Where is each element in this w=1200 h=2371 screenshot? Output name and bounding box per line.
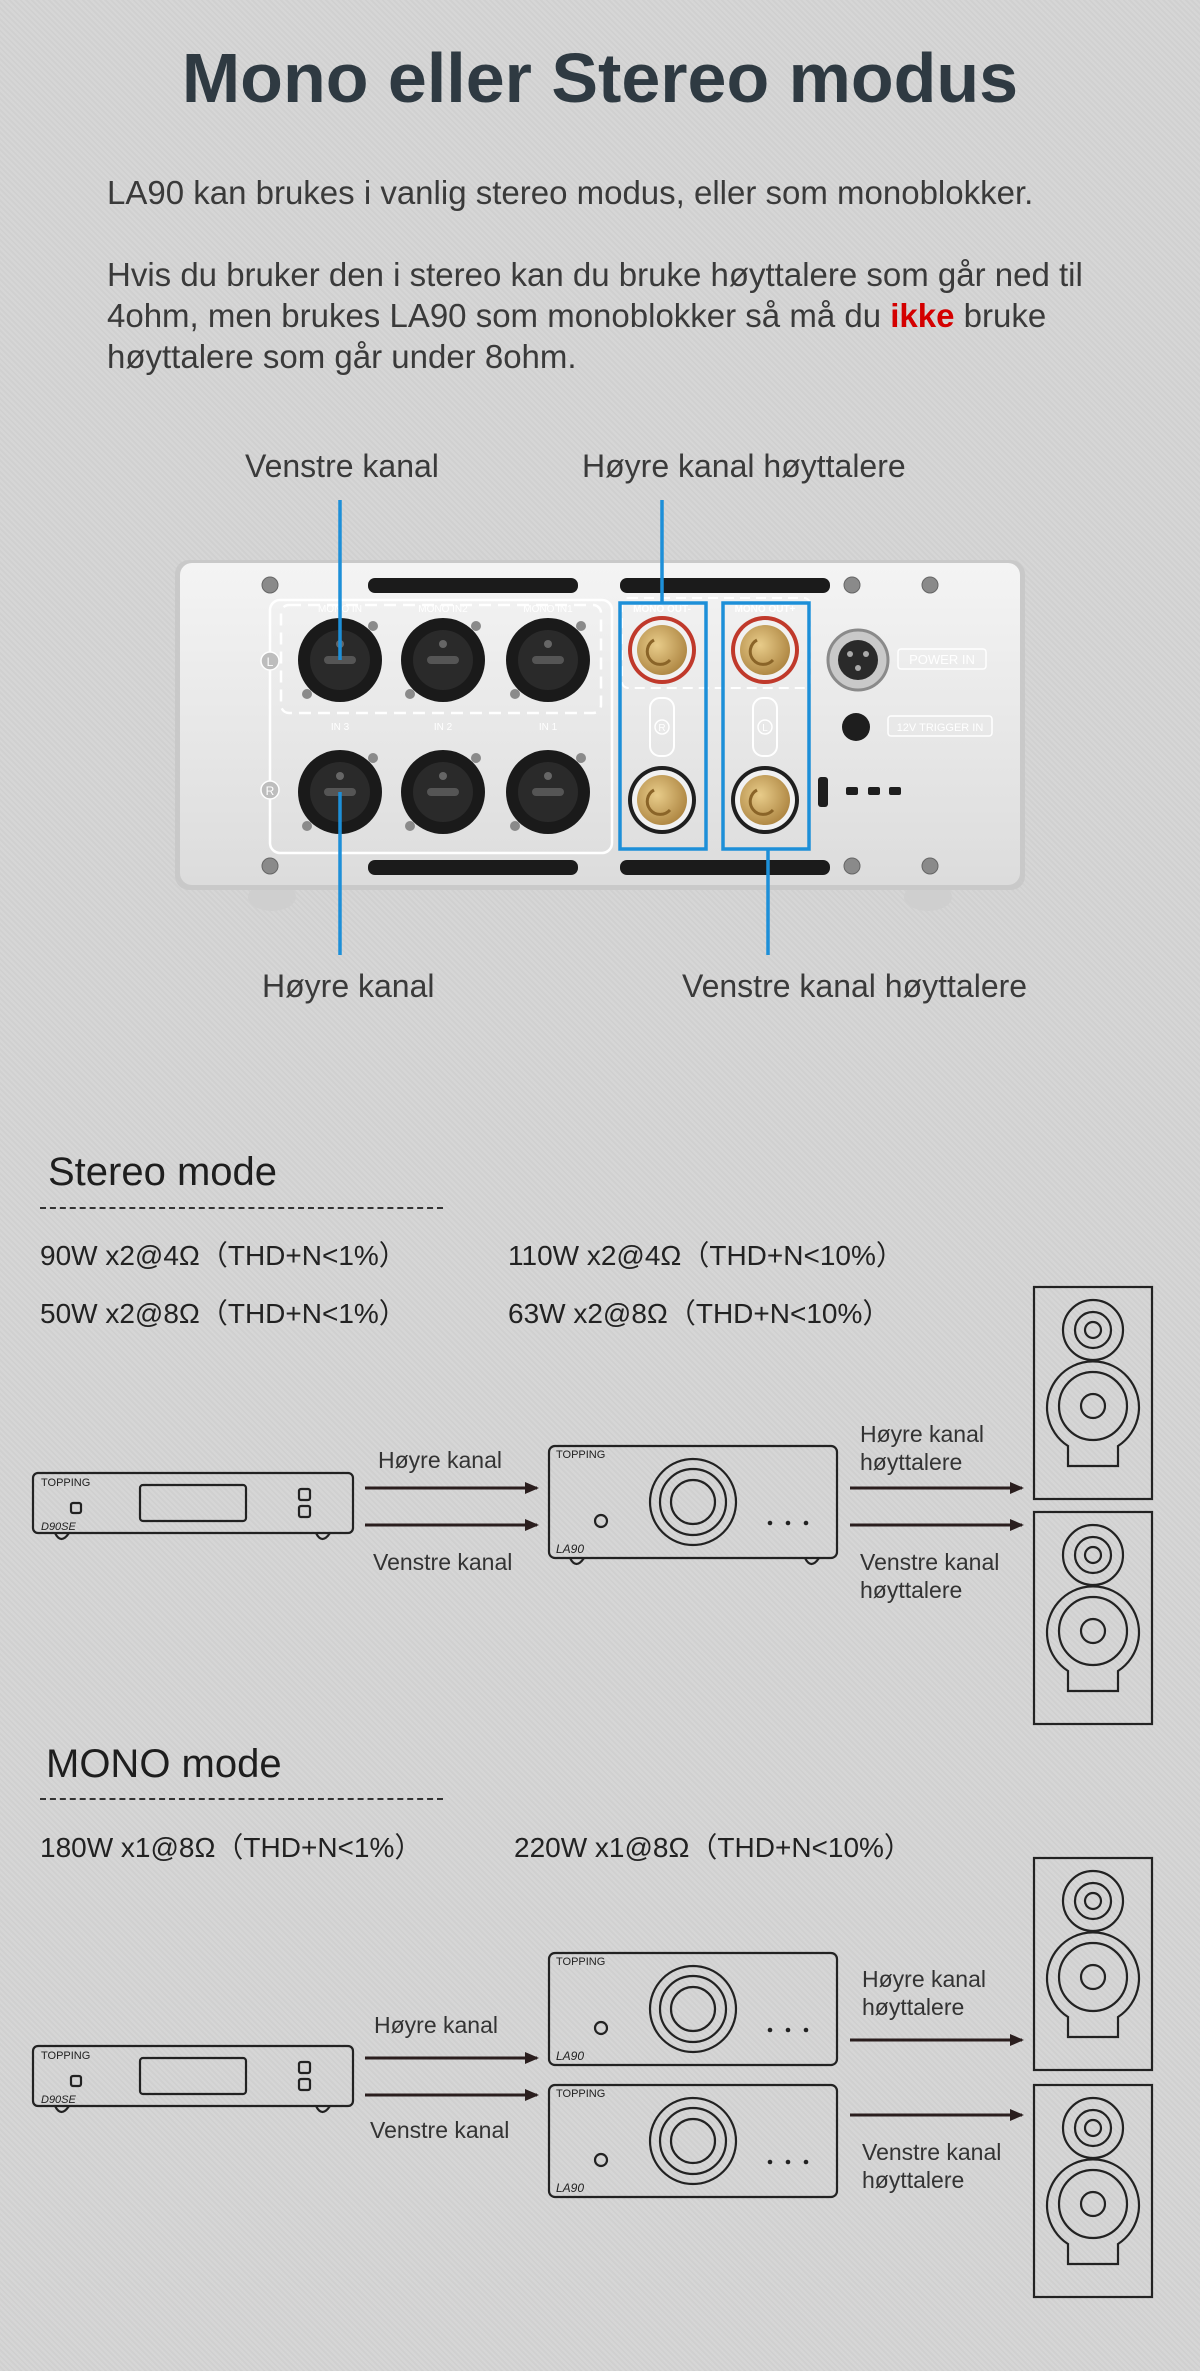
print-mono-in1: MONO IN1 <box>523 604 573 615</box>
stereo-out-right-2: høyttalere <box>860 1449 963 1475</box>
mono-amp1-brand: TOPPING <box>556 1956 605 1968</box>
label-right-speaker-output: Høyre kanal høyttalere <box>582 448 906 484</box>
print-mono-out-minus: MONO OUT- <box>633 604 691 615</box>
stereo-dac-brand: TOPPING <box>41 1477 90 1489</box>
label-left-speaker-output: Venstre kanal høyttalere <box>682 968 1028 1004</box>
mono-dac-model: D90SE <box>41 2094 77 2106</box>
vent-slot <box>620 860 830 875</box>
mono-out-left-2: høyttalere <box>862 2167 965 2193</box>
print-in2: IN 2 <box>434 722 453 733</box>
stereo-out-left-1: Venstre kanal <box>860 1549 1000 1575</box>
mono-amp2-model: LA90 <box>556 2181 584 2195</box>
combo-jacks <box>298 618 590 834</box>
stereo-amp-unit <box>547 1444 839 1566</box>
mono-section-title: MONO mode <box>46 1742 282 1786</box>
power-in-connector <box>826 628 890 692</box>
print-mono-out-plus: MONO OUT+ <box>735 604 796 615</box>
usb-port <box>818 777 828 807</box>
mode-switches <box>846 787 901 795</box>
stereo-spec-3: 50W x2@8Ω（THD+N<1%） <box>40 1298 407 1329</box>
mono-divider <box>40 1798 443 1800</box>
stereo-out-left-2: høyttalere <box>860 1577 963 1603</box>
stereo-section-title: Stereo mode <box>48 1150 278 1194</box>
stereo-amp-model: LA90 <box>556 1542 584 1556</box>
mono-amp-unit-2 <box>547 2083 839 2199</box>
stereo-speaker-left <box>1032 1510 1154 1726</box>
label-left-input: Venstre kanal <box>245 448 439 484</box>
intro-p2-text-b: bruke høyttalere som går under 8ohm. <box>107 297 1047 375</box>
stereo-amp-brand: TOPPING <box>556 1449 605 1461</box>
label-right-input: Høyre kanal <box>262 968 435 1004</box>
plate-l <box>752 697 778 757</box>
vent-slot <box>368 578 578 593</box>
stereo-out-right-1: Høyre kanal <box>860 1421 984 1447</box>
stereo-label-right: Høyre kanal <box>378 1447 502 1473</box>
mono-input-border <box>279 603 603 715</box>
mono-speaker-left <box>1032 2083 1154 2299</box>
vent-slot <box>368 860 578 875</box>
mono-dac-brand: TOPPING <box>41 2050 90 2062</box>
intro-warning-word: ikke <box>890 297 955 334</box>
print-mono-in2: MONO IN2 <box>418 604 468 615</box>
intro-paragraph-2: Hvis du bruker den i stereo kan du bruke… <box>107 254 1127 377</box>
intro-line-1: LA90 kan brukes i vanlig stereo modus, e… <box>107 174 1034 211</box>
page-title: Mono eller Stereo modus <box>181 39 1019 117</box>
stereo-dac-unit <box>31 1471 355 1541</box>
badge-r: R <box>266 784 275 798</box>
stereo-speaker-right <box>1032 1285 1154 1501</box>
mono-spec-1: 180W x1@8Ω（THD+N<1%） <box>40 1832 423 1863</box>
rear-panel-illustration: L R MONO IN MONO IN2 MONO IN1 IN 3 IN 2 … <box>175 500 1025 955</box>
mono-label-right: Høyre kanal <box>374 2012 498 2038</box>
mono-out-right-1: Høyre kanal <box>862 1966 986 1992</box>
leader-lines <box>338 500 770 955</box>
stereo-spec-2: 110W x2@4Ω（THD+N<10%） <box>508 1240 904 1271</box>
plate-r-label: R <box>658 723 665 734</box>
mono-label-left: Venstre kanal <box>370 2117 510 2143</box>
plate-l-label: L <box>762 723 768 734</box>
stereo-label-left: Venstre kanal <box>373 1549 513 1575</box>
trigger-jack <box>842 713 870 741</box>
print-in1: IN 1 <box>539 722 558 733</box>
badge-l: L <box>267 655 274 669</box>
stereo-spec-4: 63W x2@8Ω（THD+N<10%） <box>508 1298 891 1329</box>
input-group-border <box>268 598 614 855</box>
mono-spec-2: 220W x1@8Ω（THD+N<10%） <box>514 1832 912 1863</box>
mono-out-right-2: høyttalere <box>862 1994 965 2020</box>
binding-posts <box>628 616 799 834</box>
stereo-spec-1: 90W x2@4Ω（THD+N<1%） <box>40 1240 407 1271</box>
print-in3: IN 3 <box>331 722 350 733</box>
stereo-amp-dots <box>767 1520 809 1526</box>
plate-r <box>649 697 675 757</box>
stereo-dac-model: D90SE <box>41 1521 77 1533</box>
mono-speaker-right <box>1032 1856 1154 2072</box>
mono-dac-unit <box>31 2044 355 2114</box>
highlight-left-speaker-output <box>721 601 811 851</box>
intro-p2-text-a: Hvis du bruker den i stereo kan du bruke… <box>107 256 1083 334</box>
mono-amp1-model: LA90 <box>556 2049 584 2063</box>
vent-slot <box>620 578 830 593</box>
mono-out-left-1: Venstre kanal <box>862 2139 1002 2165</box>
stereo-divider <box>40 1207 443 1209</box>
print-power-in: POWER IN <box>909 652 975 667</box>
mono-amp2-brand: TOPPING <box>556 2088 605 2100</box>
mono-amp-unit-1 <box>547 1951 839 2067</box>
print-trigger-in: 12V TRIGGER IN <box>897 722 984 734</box>
